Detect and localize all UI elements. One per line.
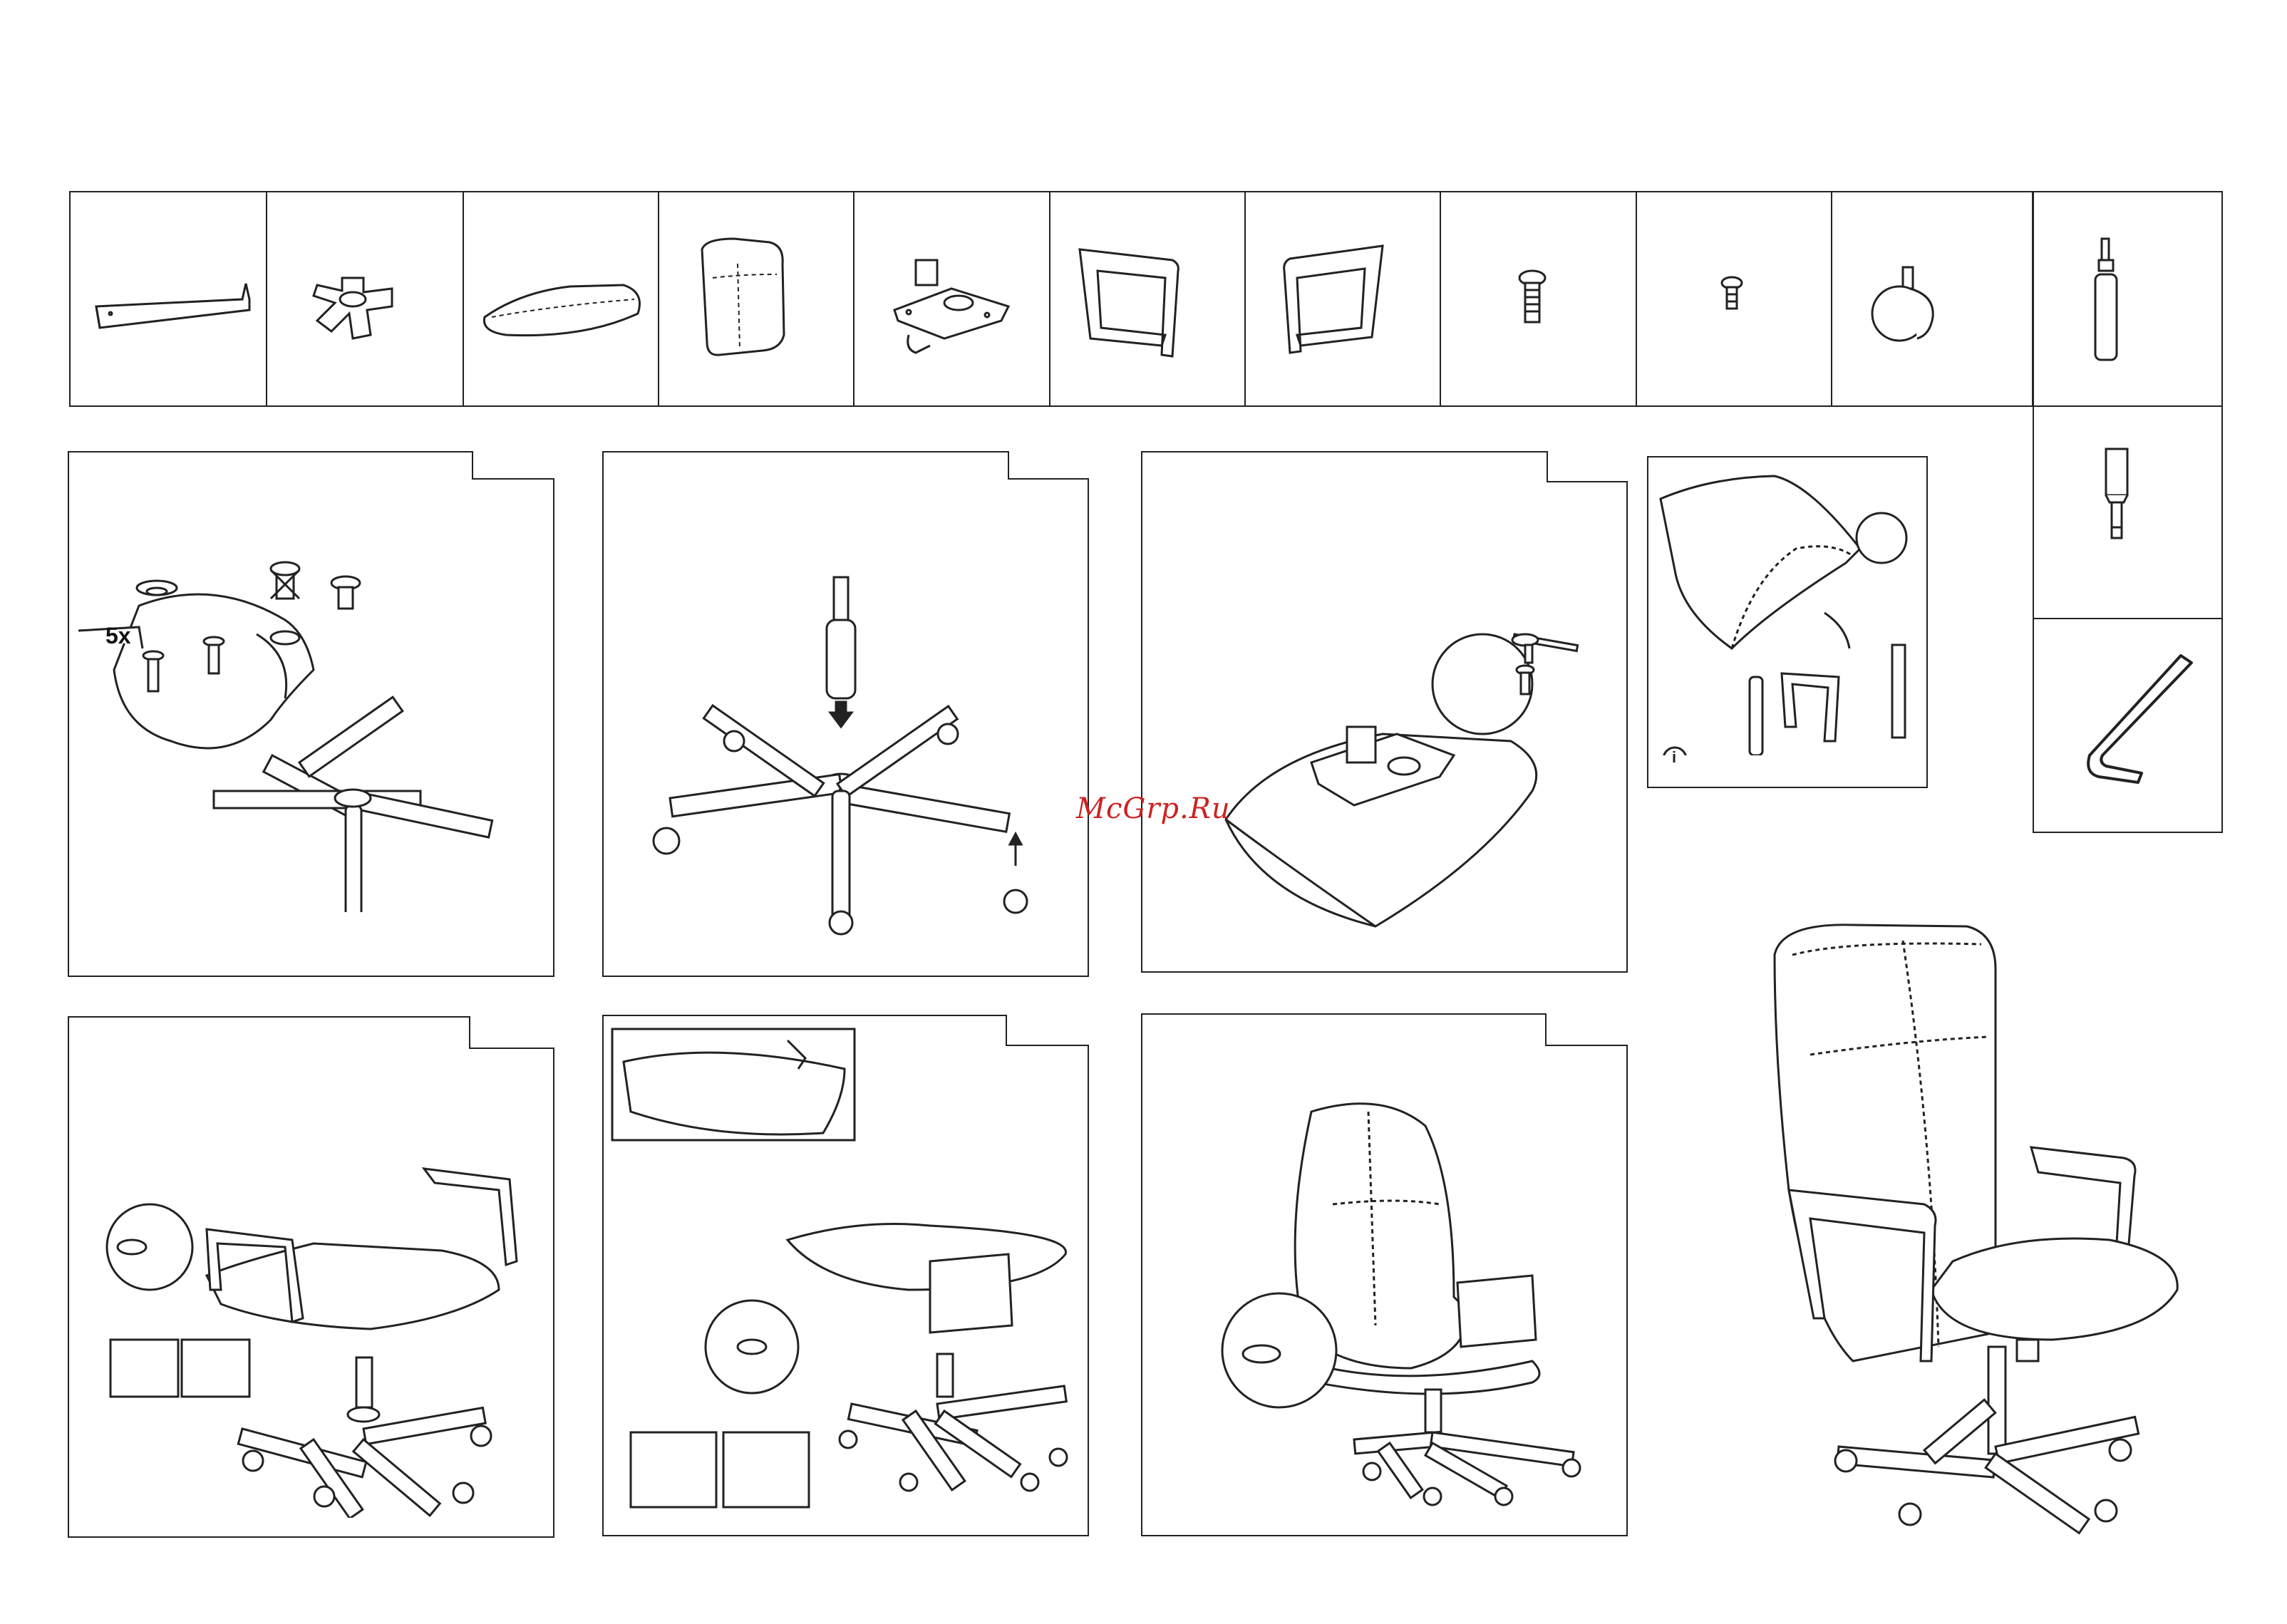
info-icon: i: [1672, 748, 1676, 767]
armrest-right-part: [1276, 239, 1390, 360]
step-3-number-tab: [1547, 451, 1628, 482]
step-6-number-tab: [1545, 1013, 1628, 1046]
bolt-large-part: [1514, 267, 1550, 328]
tilt-mechanism-part: [887, 257, 1016, 363]
watermark: McGrp.Ru: [1076, 792, 1231, 825]
bolt-small-part: [1718, 274, 1746, 317]
step-2-illustration: [627, 570, 1069, 948]
step-1-quantity-label: 5x: [105, 623, 131, 649]
armrest-left-part: [1073, 242, 1187, 363]
tool-box-cylinder: [2033, 191, 2223, 407]
step-5-illustration: [609, 1026, 1080, 1518]
base-leg-part: [89, 278, 253, 342]
info-illustration: [1653, 470, 1924, 755]
gas-cylinder-part: [2088, 235, 2124, 367]
step-4-illustration: [100, 1162, 542, 1518]
assembled-chair-illustration: [1767, 919, 2195, 1539]
base-hub-part: [306, 264, 399, 342]
hex-bit-tool: [2099, 445, 2134, 545]
allen-key-tool: [2067, 648, 2195, 791]
step-1-number-tab: [472, 451, 554, 480]
caster-part: [1867, 264, 1946, 346]
seat-part: [477, 278, 649, 349]
step-2-number-tab: [1008, 451, 1089, 480]
step-3-illustration: [1212, 627, 1589, 941]
step-4-number-tab: [469, 1016, 554, 1049]
step-6-illustration: [1197, 1097, 1611, 1511]
step-1-illustration: [71, 556, 535, 912]
backrest-part: [691, 235, 798, 363]
